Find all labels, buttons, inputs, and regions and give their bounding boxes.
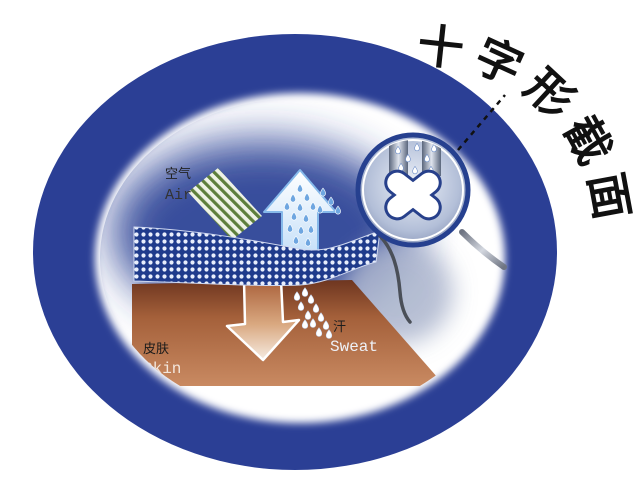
sweat-droplet [297, 183, 303, 193]
sweat-label-en: Sweat [330, 338, 378, 356]
sweat-droplet [325, 329, 333, 339]
sweat-droplet [304, 192, 310, 202]
down-arrow-icon [225, 278, 301, 362]
sweat-droplet [290, 193, 296, 203]
sweat-droplet [305, 237, 311, 247]
sweat-droplet [297, 202, 303, 212]
sweat-droplet [317, 204, 323, 214]
air-label-en: Air [165, 187, 192, 204]
sweat-droplet [307, 294, 315, 304]
sweat-droplet [293, 235, 299, 245]
sweat-droplet [315, 327, 323, 337]
fabric-band [133, 226, 381, 287]
magnifier-inner-rim [362, 139, 464, 241]
striped-arrow-icon [188, 168, 262, 240]
sweat-droplet [310, 201, 316, 211]
sweat-droplet [287, 223, 293, 233]
fiber-rod [459, 229, 507, 270]
fiber-line [378, 234, 412, 324]
sweat-droplet [317, 312, 325, 322]
sweat-droplet [293, 291, 301, 301]
skin-label-cn: 皮肤 [143, 342, 169, 357]
lens-droplet [431, 143, 437, 153]
lower-sweat-droplets [293, 287, 333, 339]
sweat-droplet [303, 213, 309, 223]
air-label-cn: 空气 [165, 166, 191, 182]
sweat-arrow-droplets [284, 183, 341, 247]
sweat-droplet [322, 320, 330, 330]
cross-shape-icon [384, 169, 442, 221]
sweat-droplet [301, 319, 309, 329]
sweat-droplet [309, 318, 317, 328]
lens-droplet [405, 153, 411, 163]
sweat-label-cn: 汗 [333, 320, 346, 335]
sweat-droplet [308, 224, 314, 234]
lens-droplet [395, 145, 401, 155]
scene: 空气 Air 汗 Sweat 皮肤 Skin [112, 140, 453, 386]
sweat-droplet [297, 301, 305, 311]
sweat-droplet [284, 201, 290, 211]
lens-droplet [414, 142, 420, 152]
sweat-droplet [335, 205, 341, 215]
sweat-droplet [328, 196, 334, 206]
sweat-droplet [304, 310, 312, 320]
sweat-droplet [301, 287, 309, 297]
sweat-droplet [291, 211, 297, 221]
lens-droplet [424, 153, 430, 163]
pointer-dashed-line [457, 94, 506, 151]
sweat-droplet [312, 303, 320, 313]
cross-fill [387, 172, 439, 218]
lens-droplet [412, 165, 418, 175]
sweat-droplet [320, 187, 326, 197]
magnifier-icon [355, 132, 471, 248]
magnifier-content [384, 140, 442, 221]
sweat-droplet [298, 225, 304, 235]
